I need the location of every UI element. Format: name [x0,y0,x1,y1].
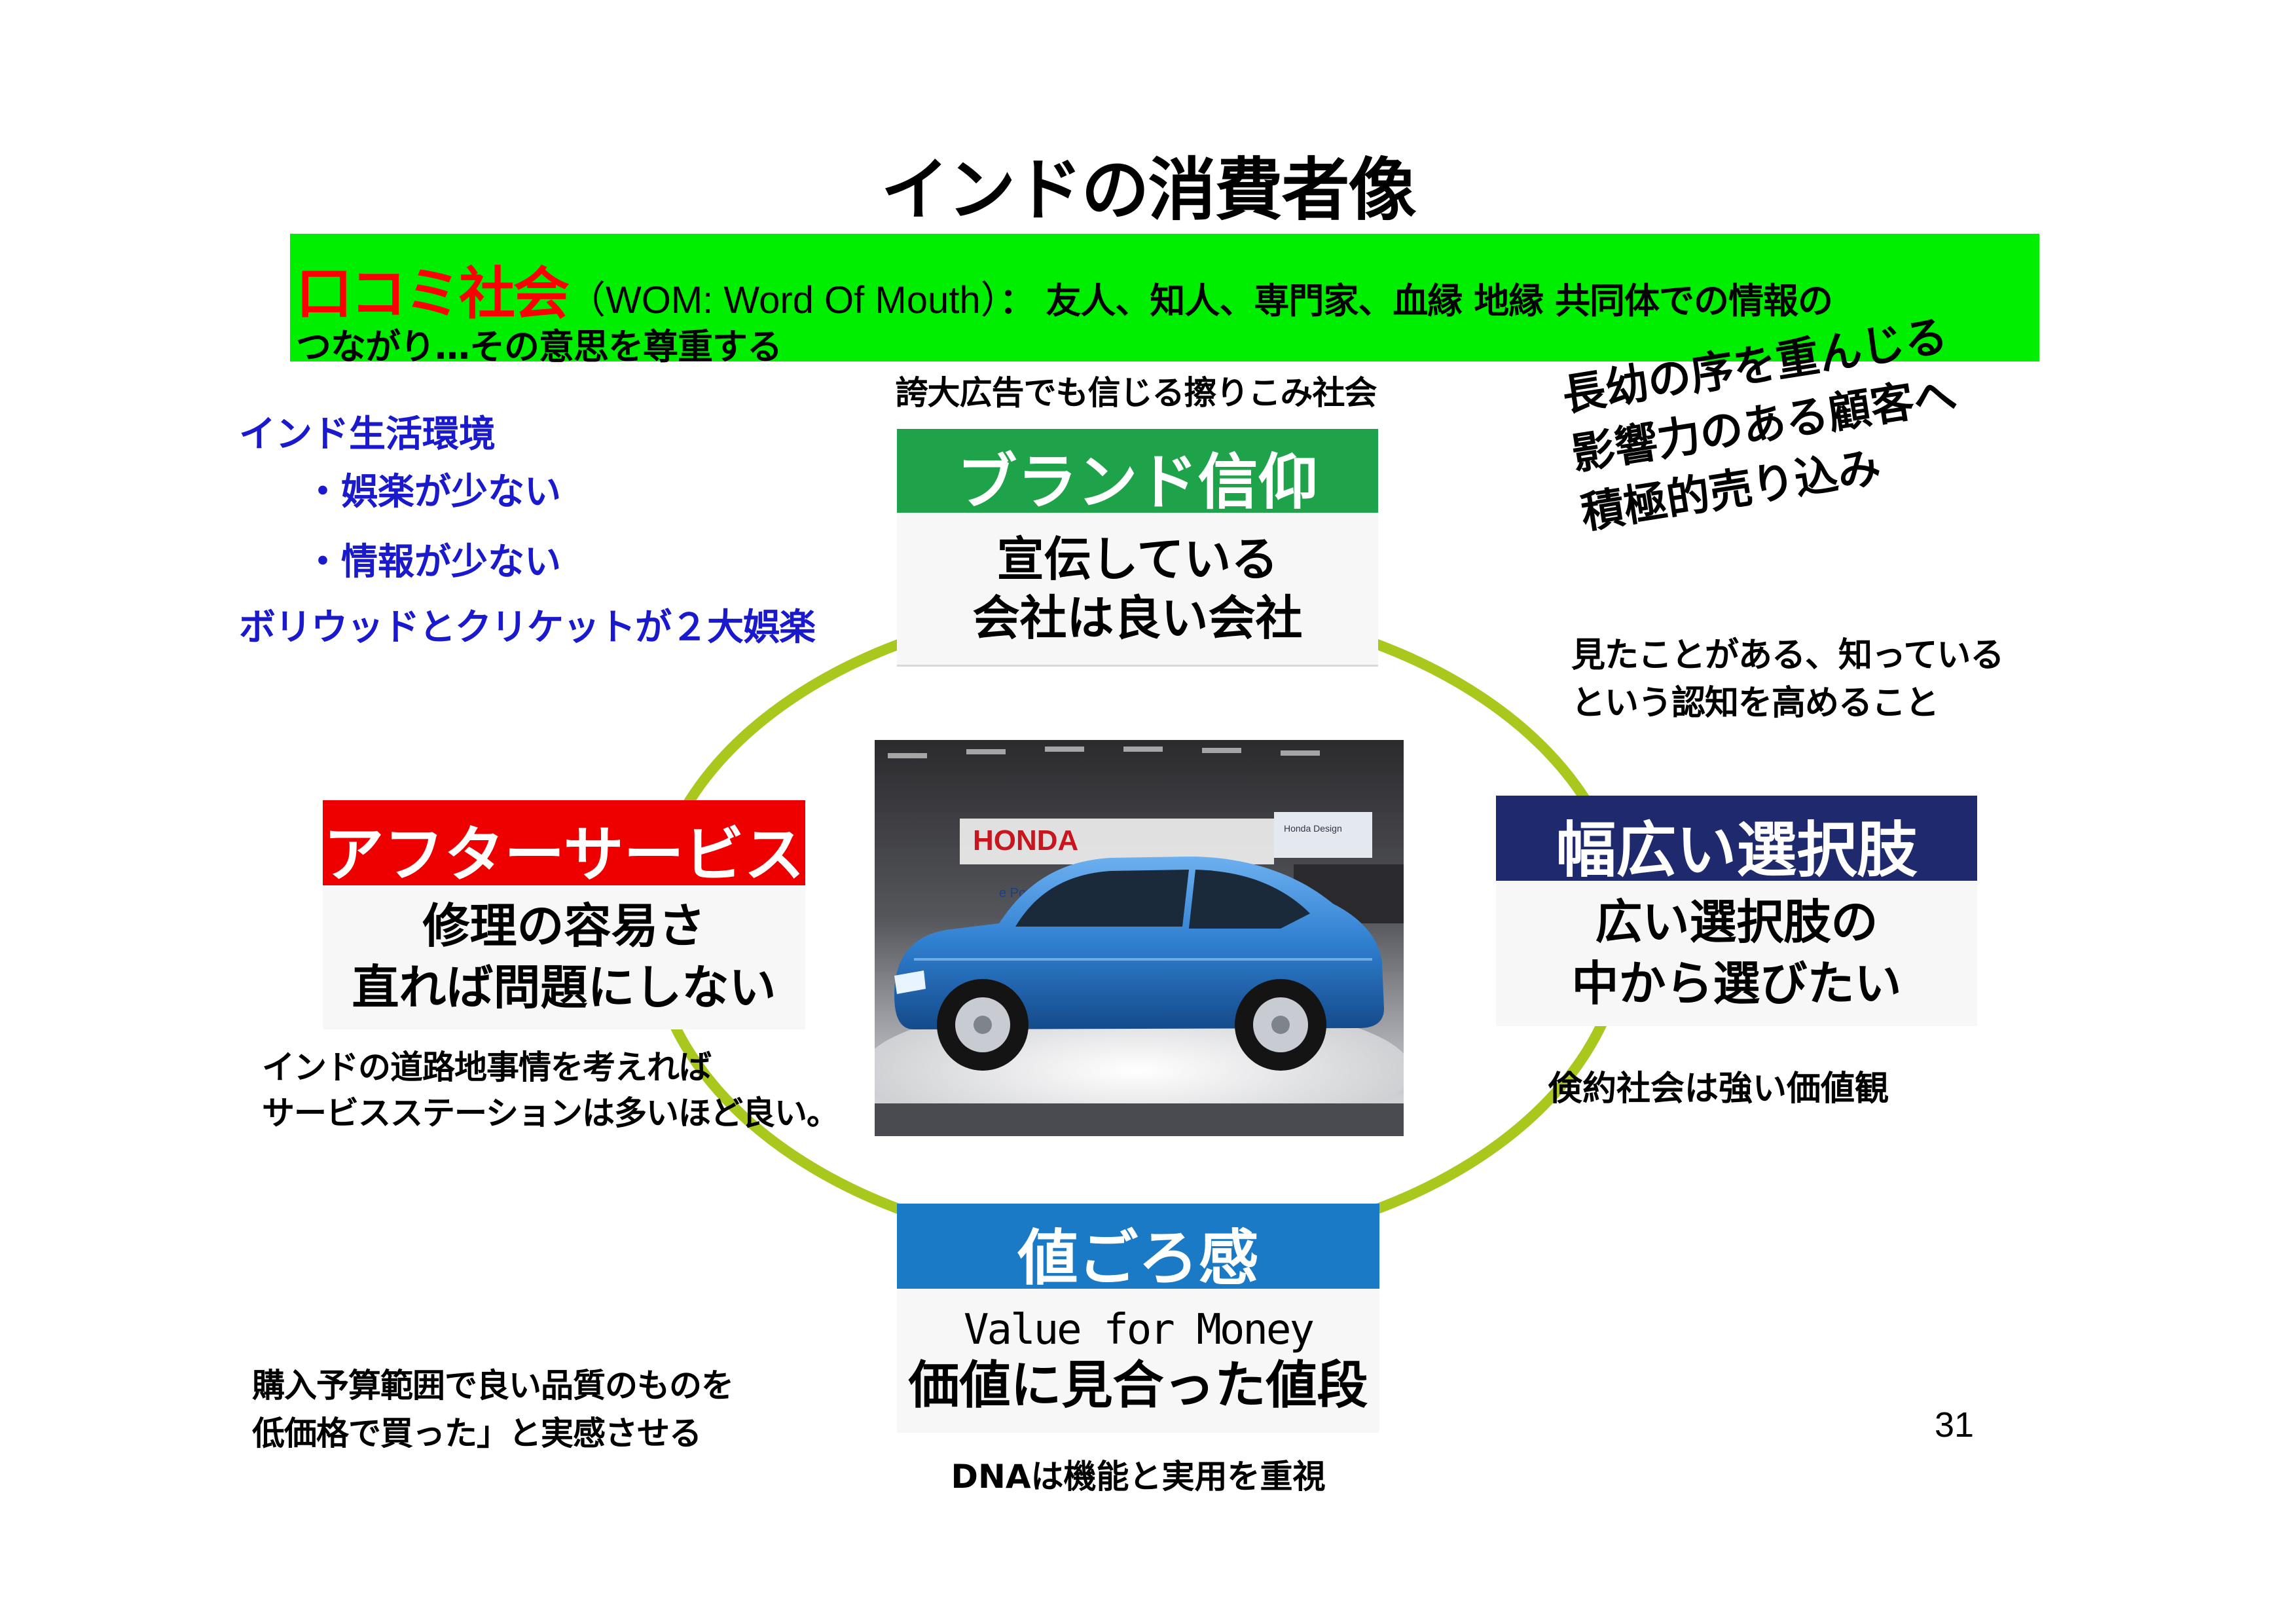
page-title: インドの消費者像 [881,150,1416,230]
budget-note-line: 低価格で買った」と実感させる [252,1414,702,1452]
brand-box-line: 宣伝している [996,532,1279,587]
recognition-note: 見たことがある、知っている という認知を高めること [1571,632,2004,728]
choice-box-body: 広い選択肢の 中から選びたい [1496,881,1977,1026]
value-box-heading: 値ごろ感 [897,1204,1379,1289]
honda-sign-text: HONDA [973,824,1078,857]
dna-note: DNAは機能と実用を重視 [951,1458,1326,1496]
budget-note-line: 購入予算範囲で良い品質のものを [252,1367,734,1405]
page-number: 31 [1935,1405,1975,1445]
value-heading-text: 値ごろ感 [1017,1223,1259,1289]
wom-banner [290,234,2039,361]
recognition-line: 見たことがある、知っている [1571,636,2004,675]
environment-summary: ボリウッドとクリケットが２大娯楽 [239,606,816,649]
environment-item: ・情報が少ない [304,541,561,583]
environment-heading: インド生活環境 [239,413,496,456]
road-note-line: サービスステーションは多いほど良い。 [262,1094,839,1132]
budget-note: 購入予算範囲で良い品質のものを 低価格で買った」と実感させる [252,1362,734,1457]
choice-line: 中から選びたい [1571,956,1902,1011]
road-note-line: インドの道路地事情を考えれば [262,1048,712,1086]
recognition-line: という認知を高めること [1571,683,1939,723]
after-service-line: 修理の容易さ [422,898,706,954]
value-box-body: Value for Money 価値に見合った値段 [897,1289,1379,1433]
value-jp-text: 価値に見合った値段 [908,1356,1368,1415]
wom-line-2: つながり…その意思を尊重する [296,326,782,367]
wom-term: 口コミ社会 [296,261,570,327]
environment-item: ・娯楽が少ない [304,471,561,513]
brand-box-heading: ブランド信仰 [897,429,1378,513]
road-note: インドの道路地事情を考えれば サービスステーションは多いほど良い。 [262,1044,839,1136]
after-service-box-heading: アフターサービス [323,800,805,885]
brand-box-heading-text: ブランド信仰 [957,447,1319,513]
car-photo: HONDA e Power of Dreams Honda Design [875,740,1404,1136]
thrift-note: 倹約社会は強い価値観 [1548,1069,1889,1109]
brand-note: 誇大広告でも信じる擦りこみ社会 [895,374,1377,412]
after-service-box-body: 修理の容易さ 直れば問題にしない [323,885,805,1029]
wom-line-1: 口コミ社会（WOM: Word Of Mouth）： 友人、知人、専門家、血縁 … [296,248,1833,329]
choice-heading-text: 幅広い選択肢 [1556,815,1918,881]
wom-abbr: （WOM: Word Of Mouth） [568,279,1000,322]
after-service-heading-text: アフターサービス [323,820,805,885]
brand-box-body: 宣伝している 会社は良い会社 [897,513,1378,667]
wom-description: ： 友人、知人、専門家、血縁 地縁 共同体での情報の [999,280,1833,322]
brand-box-line: 会社は良い会社 [972,591,1303,646]
choice-box-heading: 幅広い選択肢 [1496,796,1977,881]
honda-design-text: Honda Design [1284,823,1342,834]
value-for-money-text: Value for Money [964,1305,1315,1354]
after-service-line: 直れば問題にしない [352,960,776,1015]
choice-line: 広い選択肢の [1595,895,1878,950]
